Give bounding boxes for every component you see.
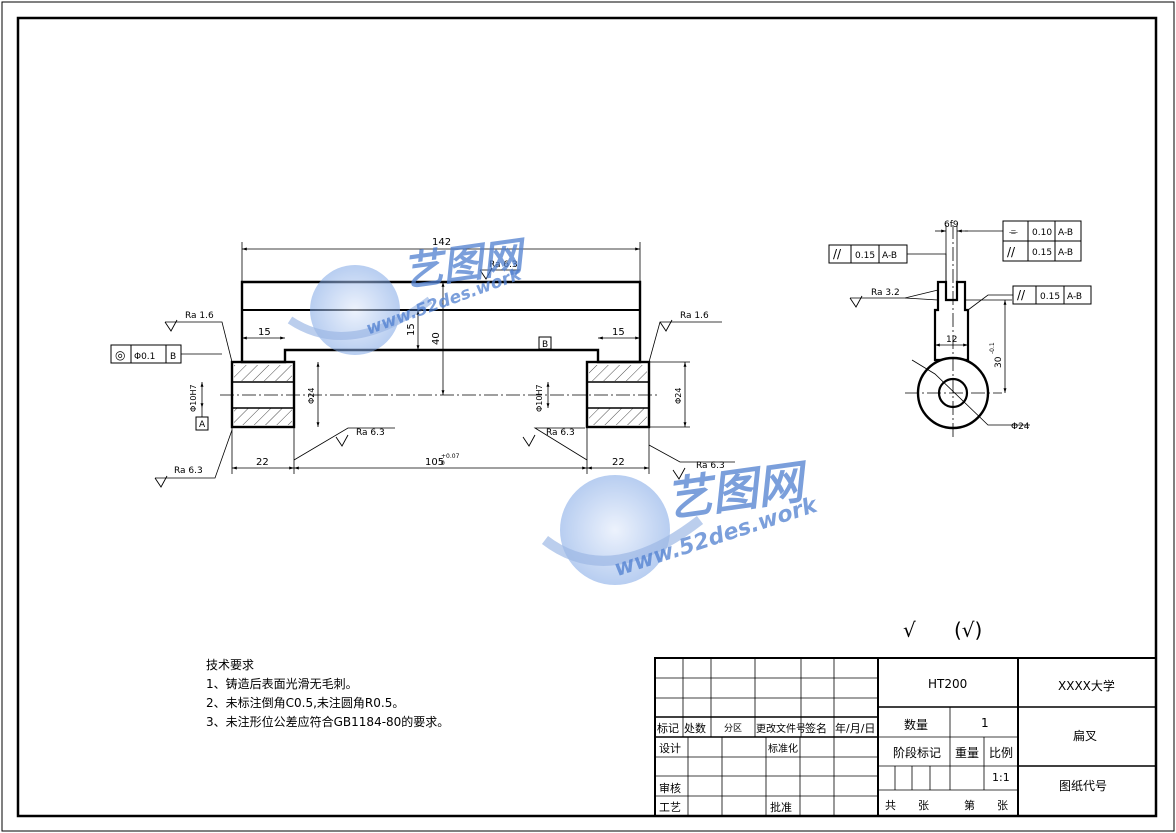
fcf-left-symbol: //: [833, 247, 842, 261]
ra-mid-right: Ra 6.3: [546, 428, 575, 438]
dim-40: 40: [431, 332, 442, 345]
tech-requirement-3: 3、未注形位公差应符合GB1184-80的要求。: [206, 715, 450, 729]
inner-frame: [16, 16, 1158, 818]
ra-right-bottom: Ra 6.3: [696, 461, 725, 471]
tb-school: XXXX大学: [1058, 679, 1115, 693]
datum-a: A: [199, 420, 206, 430]
ra-fork: Ra 3.2: [871, 288, 900, 298]
fcf-par-top-datum: A-B: [1058, 248, 1073, 258]
rev-header-zone: 分区: [724, 724, 743, 734]
general-roughness-paren: (√): [954, 618, 982, 642]
dim-22-right: 22: [612, 457, 625, 468]
dim-right-bore: Φ10H7: [535, 384, 544, 412]
tech-requirement-1: 1、铸造后表面光滑无毛刺。: [206, 677, 358, 691]
fcf-par-top-value: 0.15: [1032, 248, 1052, 258]
dim-30: 30: [994, 356, 1004, 368]
dim-22-left: 22: [256, 457, 269, 468]
dim-142: 142: [432, 237, 451, 248]
tb-approve: 批准: [770, 801, 792, 814]
dim-105: 105: [425, 457, 444, 468]
fcf-concentric-value: Φ0.1: [134, 352, 155, 362]
dim-15-left: 15: [258, 327, 271, 338]
dim-phi24: Φ24: [1011, 422, 1030, 432]
fcf-left-value: 0.15: [855, 251, 875, 261]
rev-header-mark: 标记: [657, 722, 679, 735]
fcf-concentric-datum: B: [170, 352, 176, 362]
fcf-left-datum: A-B: [882, 251, 897, 261]
rev-header-doc: 更改文件号: [756, 724, 806, 735]
fcf-par-right-symbol: //: [1017, 288, 1026, 302]
dim-105-tol-lower: 0: [441, 460, 445, 467]
tb-total-label: 共: [885, 799, 896, 812]
tb-drawing-code: 图纸代号: [1059, 779, 1108, 793]
ra-left-top: Ra 1.6: [185, 311, 214, 321]
ra-mid-left: Ra 6.3: [356, 428, 385, 438]
ra-right-top: Ra 1.6: [680, 311, 709, 321]
fcf-par-right-value: 0.15: [1040, 292, 1060, 302]
tech-requirement-2: 2、未标注倒角C0.5,未注圆角R0.5。: [206, 696, 405, 710]
tb-stage-label: 阶段标记: [893, 746, 942, 760]
tb-review: 审核: [659, 782, 681, 795]
tech-requirements-title: 技术要求: [206, 658, 255, 672]
tb-part-name: 扁叉: [1073, 729, 1098, 743]
title-block: [654, 657, 1157, 817]
fcf-sym-datum: A-B: [1058, 228, 1073, 238]
fcf-sym-symbol: ⌯: [1009, 225, 1018, 238]
fcf-par-right-datum: A-B: [1067, 292, 1082, 302]
ra-top: Ra 6.3: [489, 260, 518, 270]
tb-process: 工艺: [659, 801, 681, 814]
tb-quantity-value: 1: [981, 716, 989, 730]
dim-right-od: Φ24: [674, 388, 683, 404]
tb-scale-label: 比例: [989, 746, 1014, 760]
fcf-par-top-symbol: //: [1007, 245, 1016, 259]
tech-requirements: 技术要求 1、铸造后表面光滑无毛刺。 2、未标注倒角C0.5,未注圆角R0.5。…: [206, 656, 449, 732]
rev-header-count: 处数: [684, 722, 706, 735]
general-roughness-check: √: [903, 618, 916, 642]
tb-scale-value: 1:1: [992, 771, 1010, 784]
front-view: [110, 242, 735, 488]
dim-left-od: Φ24: [307, 388, 316, 404]
tb-standardize: 标准化: [768, 744, 798, 755]
tb-design: 设计: [659, 742, 681, 755]
tb-sheet-label: 张: [918, 799, 929, 812]
datum-b: B: [542, 340, 548, 350]
rev-header-date: 年/月/日: [835, 722, 876, 735]
dim-12: 12: [946, 335, 957, 345]
dim-6f9: 6f9: [944, 220, 959, 230]
ra-left-bottom: Ra 6.3: [174, 466, 203, 476]
tb-quantity-label: 数量: [904, 718, 929, 732]
fcf-sym-value: 0.10: [1032, 228, 1052, 238]
dim-15-right: 15: [612, 327, 625, 338]
dim-left-bore: Φ10H7: [189, 384, 198, 412]
dim-105-tol-upper: +0.07: [441, 453, 460, 460]
side-view: [828, 220, 1092, 440]
rev-header-sign: 签名: [805, 722, 827, 735]
tb-weight-label: 重量: [955, 746, 980, 760]
fcf-concentric-symbol: ◎: [115, 348, 125, 362]
tb-material: HT200: [928, 677, 968, 691]
dim-30-tol: -0.1: [989, 342, 996, 354]
tb-page-label: 第: [964, 799, 975, 812]
tb-page-sheet-label: 张: [997, 799, 1008, 812]
dim-15-vert: 15: [406, 323, 417, 336]
